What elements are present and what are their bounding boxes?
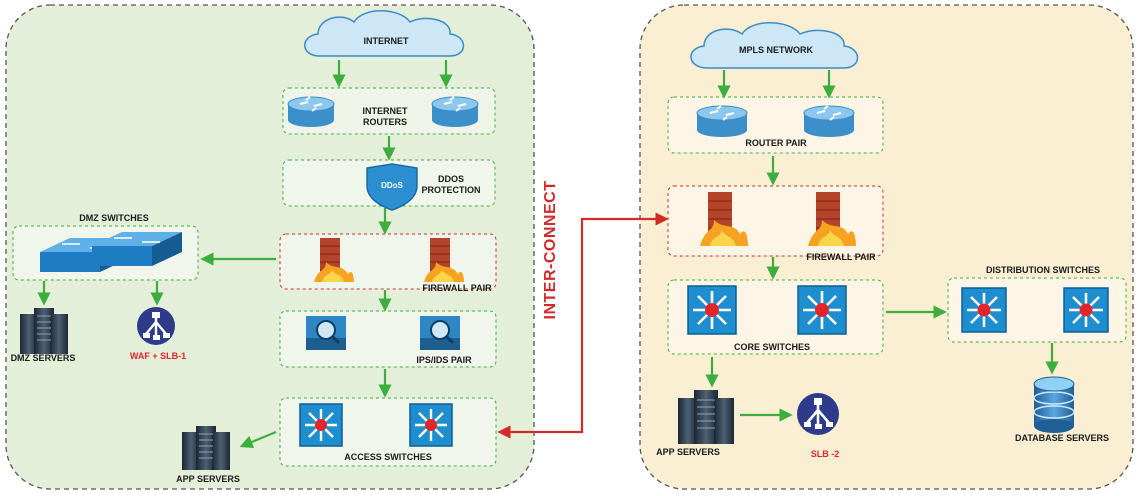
right-app-servers-label: APP SERVERS bbox=[656, 447, 720, 457]
slb2-label: SLB -2 bbox=[810, 449, 840, 459]
interconnect-label: INTER-CONNECT bbox=[542, 180, 559, 320]
switch-icon bbox=[92, 232, 182, 266]
load-balancer-icon bbox=[797, 393, 839, 435]
database-icon bbox=[1033, 376, 1075, 433]
multilayer-switch-icon bbox=[687, 285, 737, 335]
internet-routers-label: INTERNET ROUTERS bbox=[362, 106, 408, 127]
left-flow-arrows bbox=[37, 60, 453, 449]
server-rack-icon bbox=[20, 308, 68, 354]
cloud-icon bbox=[304, 10, 465, 57]
firewall-icon bbox=[424, 238, 464, 282]
firewall-icon bbox=[314, 238, 354, 282]
router-icon bbox=[696, 105, 748, 137]
multilayer-switch-icon bbox=[797, 285, 847, 335]
ddos-protection-label: DDOS PROTECTION bbox=[421, 174, 481, 195]
ips-icon bbox=[420, 316, 460, 350]
interconnect-line bbox=[497, 212, 669, 439]
cloud-icon bbox=[690, 22, 859, 69]
dmz-servers-label: DMZ SERVERS bbox=[10, 353, 76, 363]
right-flow-arrows bbox=[705, 70, 1059, 422]
router-pair-label: ROUTER PAIR bbox=[745, 138, 807, 148]
left-app-servers-label: APP SERVERS bbox=[176, 474, 240, 484]
load-balancer-icon bbox=[137, 307, 175, 345]
core-switches-label: CORE SWITCHES bbox=[733, 342, 810, 352]
multilayer-switch-icon bbox=[409, 403, 453, 447]
firewall-icon bbox=[700, 192, 748, 246]
router-icon bbox=[287, 96, 335, 127]
ips-ids-pair-label: IPS/IDS PAIR bbox=[416, 355, 472, 365]
left-firewall-pair-label: FIREWALL PAIR bbox=[422, 283, 492, 293]
database-servers-label: DATABASE SERVERS bbox=[1014, 433, 1110, 443]
right-firewall-pair-label: FIREWALL PAIR bbox=[806, 252, 876, 262]
ips-icon bbox=[306, 316, 346, 350]
ddos-badge-label: DDoS bbox=[381, 181, 403, 190]
internet-label: INTERNET bbox=[363, 36, 409, 46]
dmz-switches-label: DMZ SWITCHES bbox=[79, 213, 149, 223]
router-icon bbox=[431, 96, 479, 127]
firewall-icon bbox=[808, 192, 856, 246]
distribution-switches-label: DISTRIBUTION SWITCHES bbox=[986, 265, 1100, 275]
mpls-network-label: MPLS NETWORK bbox=[739, 45, 813, 55]
server-rack-icon bbox=[182, 426, 230, 470]
multilayer-switch-icon bbox=[1063, 287, 1109, 333]
ddos-shield-icon bbox=[366, 163, 418, 211]
waf-slb-label: WAF + SLB-1 bbox=[129, 351, 187, 361]
multilayer-switch-icon bbox=[299, 403, 343, 447]
router-icon bbox=[803, 105, 855, 137]
access-switches-label: ACCESS SWITCHES bbox=[344, 452, 432, 462]
multilayer-switch-icon bbox=[961, 287, 1007, 333]
server-rack-icon bbox=[678, 390, 734, 444]
